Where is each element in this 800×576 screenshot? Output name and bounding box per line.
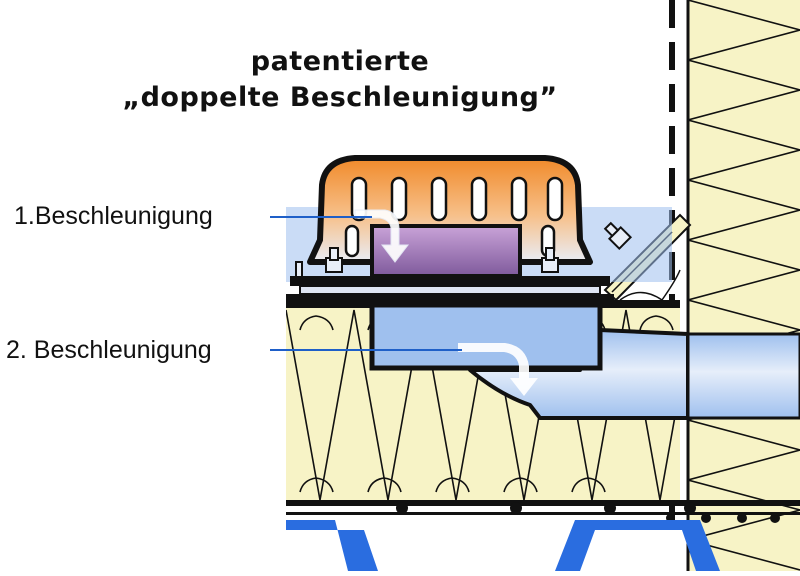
- label-second-acceleration: 2. Beschleunigung: [6, 336, 212, 364]
- flow-arrow-icon: [458, 343, 538, 396]
- acceleration-zone-2: [369, 302, 603, 371]
- vent-slot: [344, 224, 360, 258]
- wall-insulation: [669, 0, 800, 571]
- title-line-2: „doppelte Beschleunigung”: [122, 82, 558, 113]
- label-first-acceleration: 1.Beschleunigung: [14, 202, 213, 230]
- title-line-1: patentierte: [250, 46, 430, 77]
- bolt-icon: [295, 221, 633, 279]
- vent-slot: [470, 176, 488, 222]
- base-plate: [286, 276, 614, 302]
- vent-slot: [510, 176, 528, 222]
- outlet-pipe: [468, 328, 800, 420]
- flow-arrow-icon: [354, 209, 410, 263]
- vent-slot: [430, 176, 448, 222]
- vent-slot: [546, 176, 564, 222]
- vent-slot: [390, 176, 408, 222]
- roof-deck: [286, 500, 800, 571]
